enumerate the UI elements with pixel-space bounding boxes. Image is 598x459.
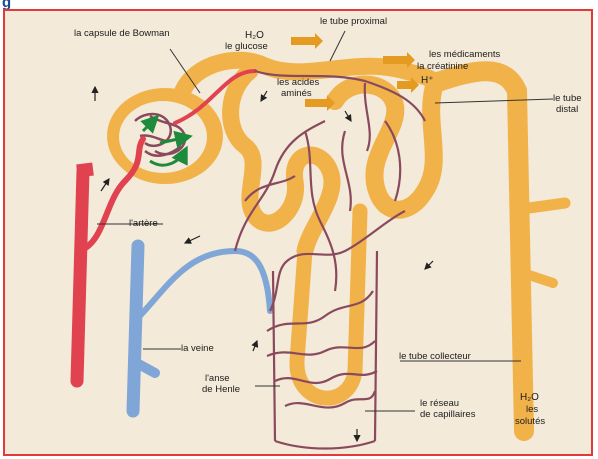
- label-solutes: solutés: [515, 416, 545, 427]
- label-glucose: le glucose: [225, 41, 268, 52]
- collecting-duct: [435, 71, 524, 431]
- label-capillary-network-line1: le réseau: [420, 398, 459, 409]
- label-bowman-capsule: la capsule de Bowman: [74, 28, 170, 39]
- label-proximal-tubule: le tube proximal: [320, 16, 387, 27]
- label-loop-of-henle-line1: l'anse: [205, 373, 230, 384]
- label-hydrogen-ion: H⁺: [421, 75, 434, 86]
- label-vein: la veine: [181, 343, 214, 354]
- artery: [77, 171, 83, 381]
- label-amino-acids-line1: les acides: [277, 77, 319, 88]
- nephron-diagram-frame: la capsule de Bowman le tube proximal H₂…: [3, 9, 593, 456]
- vein-outflow: [135, 251, 270, 321]
- label-amino-acids-line2: aminés: [281, 88, 312, 99]
- label-drugs: les médicaments: [429, 49, 500, 60]
- artery-branch: [77, 169, 93, 171]
- label-water-bottom: H₂O: [520, 392, 539, 403]
- label-les: les: [526, 404, 538, 415]
- label-collecting-duct: le tube collecteur: [399, 351, 471, 362]
- collecting-duct-branch: [522, 203, 565, 209]
- vein: [133, 246, 138, 411]
- label-distal-tubule-line2: distal: [556, 104, 578, 115]
- label-water-top: H₂O: [245, 30, 264, 41]
- label-distal-tubule-line1: le tube: [553, 93, 582, 104]
- label-artery: l'artère: [129, 218, 158, 229]
- label-capillary-network-line2: de capillaires: [420, 409, 475, 420]
- label-loop-of-henle-line2: de Henle: [202, 384, 240, 395]
- label-creatinine: la créatinine: [417, 61, 468, 72]
